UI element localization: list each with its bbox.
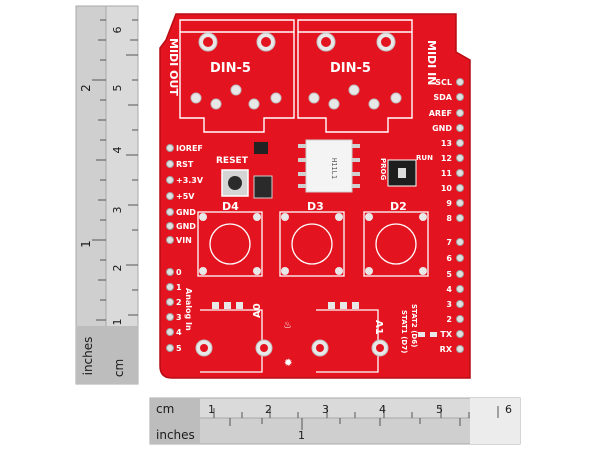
pin-label-aref: AREF bbox=[429, 109, 452, 118]
pin-label-a2: 2 bbox=[176, 298, 182, 307]
pin-label-vin: VIN bbox=[176, 236, 192, 245]
pin-label-d2: 2 bbox=[446, 315, 452, 324]
pin-label-d5: 5 bbox=[446, 270, 452, 279]
left-inch-number-1: 1 bbox=[79, 240, 93, 248]
bottom-inches-label: inches bbox=[156, 428, 195, 442]
pin-label-d9: 9 bbox=[446, 199, 452, 208]
bottom-ruler: cm 1 2 3 4 5 6 inches 1 bbox=[149, 397, 521, 445]
pin-label-a0: 0 bbox=[176, 268, 182, 277]
bottom-cm-label: cm bbox=[156, 402, 174, 416]
optocoupler-chip bbox=[305, 139, 353, 193]
pin-label-d8: 8 bbox=[446, 214, 452, 223]
pin-label-gnd-2: GND bbox=[176, 222, 196, 231]
pcb-outline bbox=[159, 13, 471, 379]
bottom-inch-number-1: 1 bbox=[298, 429, 305, 442]
din-connector-left bbox=[179, 19, 295, 133]
left-header-pins bbox=[166, 144, 174, 352]
pin-label-3v3: +3.3V bbox=[176, 176, 204, 185]
din-connector-right bbox=[297, 19, 413, 133]
transistor bbox=[254, 142, 268, 154]
midi-out-label: MIDI OUT bbox=[167, 38, 180, 96]
pin-label-5v: +5V bbox=[176, 192, 195, 201]
left-cm-number-2: 2 bbox=[111, 265, 124, 272]
left-cm-number-6: 6 bbox=[111, 27, 124, 34]
pin-label-d12: 12 bbox=[441, 154, 452, 163]
left-cm-number-5: 5 bbox=[111, 85, 124, 92]
potentiometer-d4[interactable] bbox=[197, 211, 263, 277]
diode bbox=[253, 175, 273, 199]
analog-pot-label-a0: A0 bbox=[252, 303, 263, 318]
bottom-cm-number-4: 4 bbox=[379, 403, 386, 416]
pot-label-d4: D4 bbox=[222, 200, 239, 213]
bottom-cm-number-5: 5 bbox=[436, 403, 443, 416]
left-cm-label: cm bbox=[112, 359, 126, 377]
right-header-pins bbox=[456, 78, 464, 353]
left-cm-number-3: 3 bbox=[111, 207, 124, 214]
run-label: RUN bbox=[416, 154, 433, 162]
analog-in-label: Analog In bbox=[184, 288, 193, 331]
bottom-cm-number-2: 2 bbox=[265, 403, 272, 416]
left-inch-number-2: 2 bbox=[79, 84, 93, 92]
pin-label-d10: 10 bbox=[441, 184, 453, 193]
pin-label-tx: TX bbox=[440, 330, 452, 339]
pin-label-a1: 1 bbox=[176, 283, 182, 292]
pin-label-a5: 5 bbox=[176, 344, 182, 353]
potentiometer-d3[interactable] bbox=[279, 211, 345, 277]
pin-label-rx: RX bbox=[440, 345, 453, 354]
pin-label-d7: 7 bbox=[446, 238, 452, 247]
pin-label-sda: SDA bbox=[433, 93, 452, 102]
stat2-label: STAT2 (D6) bbox=[410, 304, 418, 347]
pin-label-ioref: IOREF bbox=[176, 144, 203, 153]
pin-label-d11: 11 bbox=[441, 169, 453, 178]
flame-logo-icon: ♨ bbox=[284, 317, 291, 331]
stat1-label: STAT1 (D7) bbox=[400, 310, 408, 353]
bottom-cm-number-1: 1 bbox=[208, 403, 215, 416]
left-inches-label: inches bbox=[81, 337, 95, 376]
din-pads bbox=[190, 32, 402, 110]
midi-shield-pcb: DIN-5 DIN-5 MIDI OUT MIDI IN H11L1 PROG … bbox=[159, 13, 471, 379]
pin-label-rst: RST bbox=[176, 160, 194, 169]
pin-label-gnd-1: GND bbox=[176, 208, 196, 217]
pin-label-d3: 3 bbox=[446, 300, 452, 309]
pin-label-scl: SCL bbox=[435, 78, 452, 87]
gear-logo-icon: ✹ bbox=[284, 354, 293, 370]
din-left-label: DIN-5 bbox=[210, 61, 251, 76]
pin-label-gnd-right: GND bbox=[432, 124, 452, 133]
midi-in-label: MIDI IN bbox=[425, 40, 438, 85]
din-right-label: DIN-5 bbox=[330, 61, 371, 76]
pin-label-d4: 4 bbox=[446, 285, 452, 294]
stat2-led bbox=[430, 332, 437, 337]
pin-label-a4: 4 bbox=[176, 328, 182, 337]
potentiometer-d2[interactable] bbox=[363, 211, 429, 277]
bottom-cm-number-6: 6 bbox=[505, 403, 512, 416]
left-ruler: 2 1 6 5 4 3 2 1 inches cm bbox=[75, 5, 139, 385]
left-cm-number-4: 4 bbox=[111, 147, 124, 154]
optocoupler-text: H11L1 bbox=[330, 158, 338, 179]
stat1-led bbox=[418, 332, 425, 337]
pin-label-d6: 6 bbox=[446, 254, 452, 263]
reset-label: RESET bbox=[216, 156, 249, 166]
pot-label-d3: D3 bbox=[307, 200, 324, 213]
analog-pot-label-a1: A1 bbox=[373, 320, 384, 335]
pin-label-a3: 3 bbox=[176, 313, 182, 322]
bottom-cm-number-3: 3 bbox=[322, 403, 329, 416]
prog-label: PROG bbox=[379, 158, 387, 180]
pot-label-d2: D2 bbox=[390, 200, 407, 213]
left-cm-number-1: 1 bbox=[111, 319, 124, 326]
pin-label-d13: 13 bbox=[441, 139, 452, 148]
